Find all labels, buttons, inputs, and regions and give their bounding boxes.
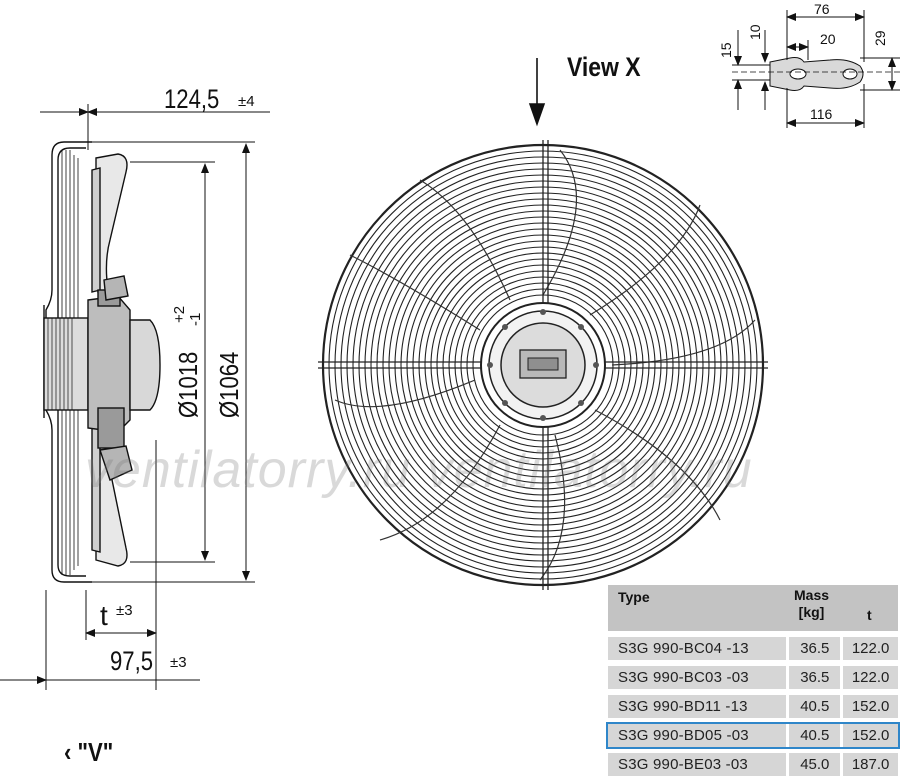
header-mass-line2: [kg] <box>798 604 825 620</box>
cell-type: S3G 990-BC04 -13 <box>608 637 787 660</box>
cell-mass: 36.5 <box>789 637 841 660</box>
view-x-arrow <box>528 58 546 127</box>
side-dimension-lines <box>0 104 270 690</box>
cell-t: 122.0 <box>843 666 898 689</box>
front-view <box>318 140 768 590</box>
detail-dim-15: 15 <box>718 42 734 58</box>
cell-mass: 36.5 <box>789 666 841 689</box>
dim-97-tolerance: ±3 <box>170 654 187 671</box>
cell-t: 152.0 <box>843 724 898 747</box>
table-row-highlighted: S3G 990-BD05 -03 40.5 152.0 <box>606 722 900 749</box>
cell-type: S3G 990-BD05 -03 <box>608 724 787 747</box>
dim-1064-label: Ø1064 <box>215 352 244 418</box>
cell-mass: 40.5 <box>789 695 841 718</box>
cell-type: S3G 990-BC03 -03 <box>608 666 787 689</box>
chevron-left-icon: ‹ <box>64 737 72 767</box>
dim-124-tolerance: ±4 <box>238 93 255 110</box>
cell-mass: 40.5 <box>789 724 841 747</box>
cell-type: S3G 990-BE03 -03 <box>608 753 787 776</box>
dim-124-label: 124,5 <box>164 85 219 115</box>
table-row: S3G 990-BC03 -03 36.5 122.0 <box>608 666 898 689</box>
table-row: S3G 990-BD11 -13 40.5 152.0 <box>608 695 898 718</box>
header-mass: Mass [kg] <box>794 587 829 621</box>
view-x-label: View X <box>567 52 641 82</box>
cell-t: 187.0 <box>843 753 898 776</box>
table-header: Type Mass [kg] t <box>608 585 898 631</box>
cell-t: 152.0 <box>843 695 898 718</box>
detail-dim-10: 10 <box>747 24 763 40</box>
view-v-label: ‹ "V" <box>64 737 113 768</box>
mounting-detail <box>732 10 900 128</box>
header-t: t <box>867 607 872 623</box>
cell-t: 122.0 <box>843 637 898 660</box>
dim-t-label: t <box>100 600 108 631</box>
watermark: ventilatorry.ru ventilatorry.ru <box>85 441 753 499</box>
detail-dim-116: 116 <box>810 106 833 122</box>
table-row: S3G 990-BE03 -03 45.0 187.0 <box>608 753 898 776</box>
table-row: S3G 990-BC04 -13 36.5 122.0 <box>608 637 898 660</box>
mass-table: Type Mass [kg] t S3G 990-BC04 -13 36.5 1… <box>606 585 900 776</box>
detail-dim-76: 76 <box>814 1 830 17</box>
dim-1018-label: Ø1018 <box>174 352 203 418</box>
header-mass-line1: Mass <box>794 587 830 603</box>
cell-type: S3G 990-BD11 -13 <box>608 695 787 718</box>
view-v-text: "V" <box>77 737 114 767</box>
detail-dim-20: 20 <box>820 31 836 47</box>
dim-1018-tol-minus: -1 <box>187 313 204 326</box>
dim-97-label: 97,5 <box>110 647 153 677</box>
cell-mass: 45.0 <box>789 753 841 776</box>
detail-dim-29: 29 <box>872 30 888 46</box>
dim-1018-tol-plus: +2 <box>171 306 188 323</box>
dim-t-tolerance: ±3 <box>116 602 133 619</box>
side-view <box>43 141 161 583</box>
header-type: Type <box>618 589 650 605</box>
